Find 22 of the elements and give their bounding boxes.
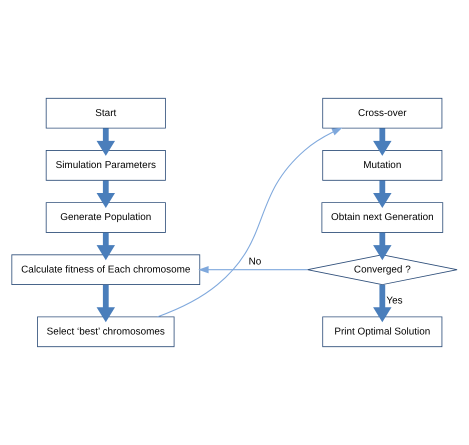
node-box: Calculate fitness of Each chromosome	[11, 254, 200, 286]
arrow	[373, 128, 392, 156]
arrow	[373, 232, 392, 260]
edge-label: Yes	[386, 295, 403, 306]
node-box: Obtain next Generation	[321, 202, 444, 233]
arrow	[373, 180, 392, 208]
node-diamond: Converged ?	[307, 254, 458, 286]
arrow	[96, 180, 116, 208]
node-box: Mutation	[322, 150, 442, 181]
node-box: Select ‘best’ chromosomes	[37, 316, 175, 348]
arrow	[373, 284, 392, 322]
node-box: Generate Population	[46, 202, 166, 233]
arrow	[96, 284, 116, 322]
node-box: Start	[46, 98, 166, 129]
edge-label: No	[248, 256, 262, 268]
arrow	[157, 128, 342, 318]
node-box: Print Optimal Solution	[322, 316, 442, 348]
arrow	[198, 266, 308, 274]
node-box: Simulation Parameters	[46, 150, 166, 181]
arrow	[96, 232, 116, 260]
arrow	[96, 128, 116, 156]
node-box: Cross-over	[322, 98, 442, 129]
